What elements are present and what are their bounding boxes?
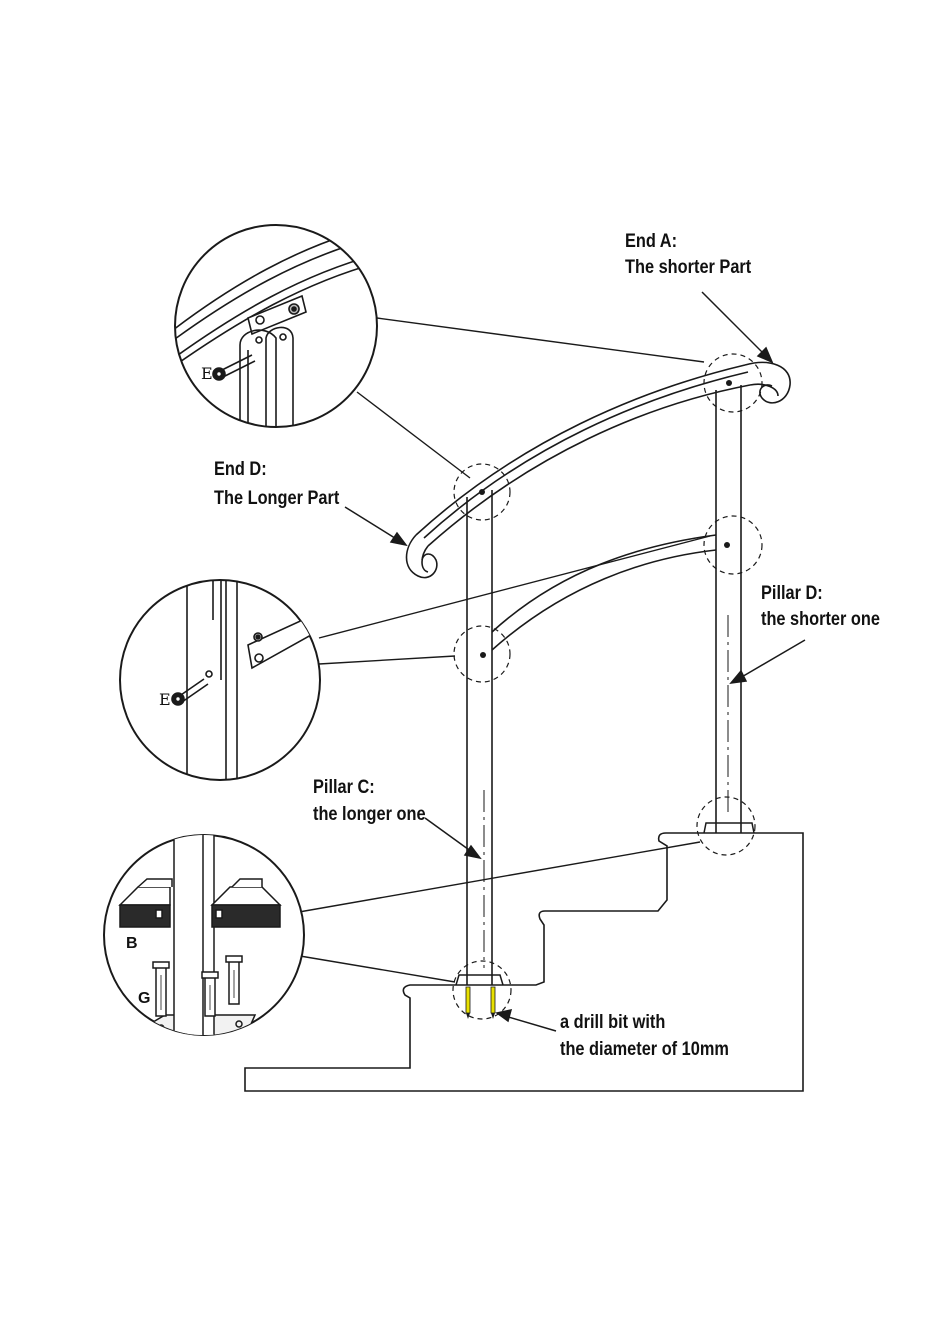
- bolt-label-middle: E: [159, 690, 171, 709]
- pillar-d: [716, 385, 741, 833]
- pillar-c-description: the longer one: [313, 803, 426, 827]
- end-a-description: The shorter Part: [625, 256, 751, 280]
- pillar-d-description: the shorter one: [761, 608, 880, 632]
- bolt-label-top: E: [201, 364, 213, 383]
- drill-bit-line1: a drill bit with: [560, 1011, 665, 1035]
- callout-arrows: [345, 292, 805, 1031]
- detail-top-bracket: [160, 225, 388, 428]
- lower-rail: [492, 535, 716, 650]
- detail-middle-bracket: [120, 570, 320, 790]
- base-plates: [456, 823, 754, 985]
- cover-label-b: B: [126, 935, 138, 953]
- detail-dots: [479, 380, 732, 658]
- end-d-description: The Longer Part: [214, 487, 339, 511]
- end-d-title: End D:: [214, 458, 267, 482]
- pillar-c: [467, 490, 492, 985]
- drill-holes: [466, 987, 495, 1019]
- end-a-title: End A:: [625, 230, 677, 254]
- pillar-c-title: Pillar C:: [313, 776, 375, 800]
- anchor-label-g: G: [138, 990, 150, 1008]
- leader-lines: [299, 318, 710, 982]
- drill-bit-line2: the diameter of 10mm: [560, 1038, 729, 1062]
- pillar-d-title: Pillar D:: [761, 582, 823, 606]
